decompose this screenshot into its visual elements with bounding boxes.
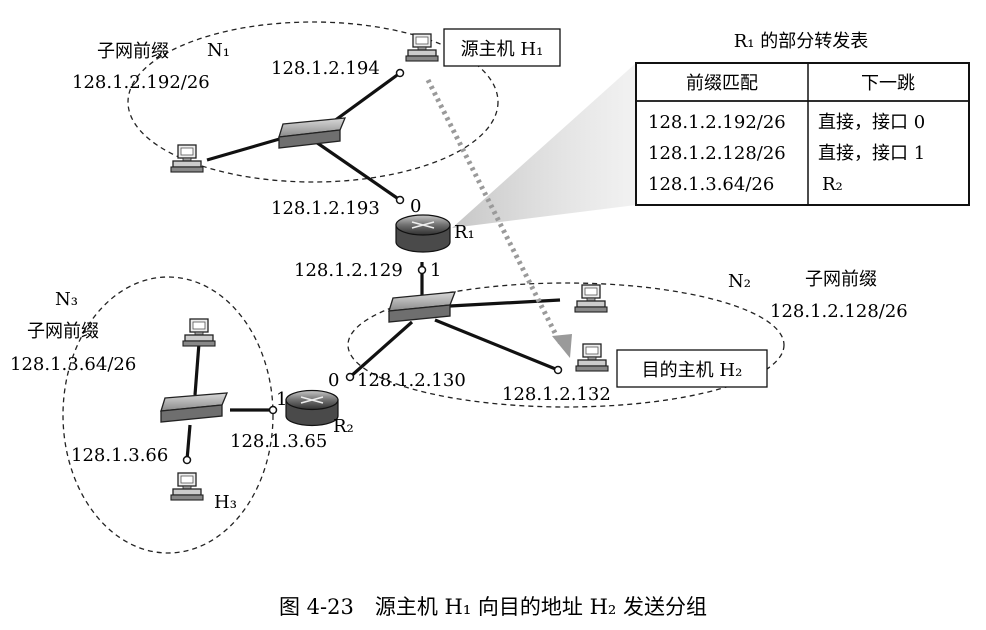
- table-header-nexthop: 下一跳: [861, 73, 915, 94]
- forwarding-table: 前缀匹配 下一跳 128.1.2.192/26 直接，接口 0 128.1.2.…: [635, 62, 970, 206]
- h1-ip-label: 128.1.2.194: [271, 58, 380, 79]
- subnet-n2-prefix: 128.1.2.128/26: [770, 301, 908, 322]
- host-h2-computer: [575, 343, 609, 372]
- r1-if1-num: 1: [430, 260, 441, 281]
- h2-ip-label: 128.1.2.132: [502, 384, 611, 405]
- r1-if0-num: 0: [410, 196, 421, 217]
- packet-path: [425, 78, 563, 345]
- subnet-n2-name: N₂: [728, 271, 751, 292]
- table-row-2-prefix: 128.1.2.128/26: [648, 143, 786, 164]
- subnet-n3-name: N₃: [55, 289, 78, 310]
- router-r1: [395, 214, 451, 253]
- r2-if1-num: 1: [276, 389, 287, 410]
- r1-name-label: R₁: [454, 222, 475, 243]
- router-r2: [285, 389, 339, 427]
- switch-n1: [278, 117, 347, 149]
- host-n3-computer: [182, 318, 216, 347]
- h3-ip-label: 128.1.3.66: [71, 445, 168, 466]
- subnet-n1-title: 子网前缀: [97, 41, 169, 62]
- figure-caption: 图 4-23 源主机 H₁ 向目的地址 H₂ 发送分组: [279, 595, 707, 619]
- subnet-n1-name: N₁: [207, 40, 230, 61]
- dst-host-label: 目的主机 H₂: [642, 360, 743, 381]
- r2-name-label: R₂: [333, 416, 354, 437]
- subnet-n3-title: 子网前缀: [27, 321, 99, 342]
- table-row-1-nexthop: 直接，接口 0: [818, 112, 925, 133]
- host-n1-computer: [170, 144, 204, 173]
- host-h3-computer: [170, 472, 204, 501]
- table-row-1-prefix: 128.1.2.192/26: [648, 112, 786, 133]
- packet-path-arrow: [552, 334, 572, 358]
- h3-label: H₃: [214, 492, 237, 513]
- subnet-n2-boundary: [347, 282, 785, 408]
- table-callout-beam: [452, 63, 636, 228]
- interface-dots: [182, 68, 563, 465]
- forwarding-table-title: R₁ 的部分转发表: [734, 31, 869, 52]
- r2-if1-ip-label: 128.1.3.65: [230, 431, 327, 452]
- subnet-n3-prefix: 128.1.3.64/26: [10, 354, 136, 375]
- links: [185, 71, 561, 461]
- src-host-label: 源主机 H₁: [461, 39, 544, 60]
- table-row-2-nexthop: 直接，接口 1: [818, 143, 925, 164]
- dst-host-box: [616, 349, 768, 388]
- r2-if0-num: 0: [328, 370, 339, 391]
- host-n2-computer: [574, 284, 608, 313]
- host-h1-computer: [405, 33, 439, 62]
- subnet-n1-boundary: [127, 21, 499, 183]
- subnet-n2-title: 子网前缀: [805, 269, 877, 290]
- switch-n3: [160, 392, 229, 423]
- switch-n2: [388, 291, 456, 323]
- table-row-3-nexthop: R₂: [822, 174, 843, 195]
- table-header-prefix: 前缀匹配: [686, 73, 758, 94]
- subnet-n1-prefix: 128.1.2.192/26: [72, 72, 210, 93]
- src-host-box: [443, 28, 561, 67]
- r2-if0-ip-label: 128.1.2.130: [357, 370, 466, 391]
- r1-if0-ip-label: 128.1.2.193: [271, 198, 380, 219]
- table-row-3-prefix: 128.1.3.64/26: [648, 174, 774, 195]
- subnet-n3-boundary: [62, 276, 274, 554]
- r1-if1-ip-label: 128.1.2.129: [294, 260, 403, 281]
